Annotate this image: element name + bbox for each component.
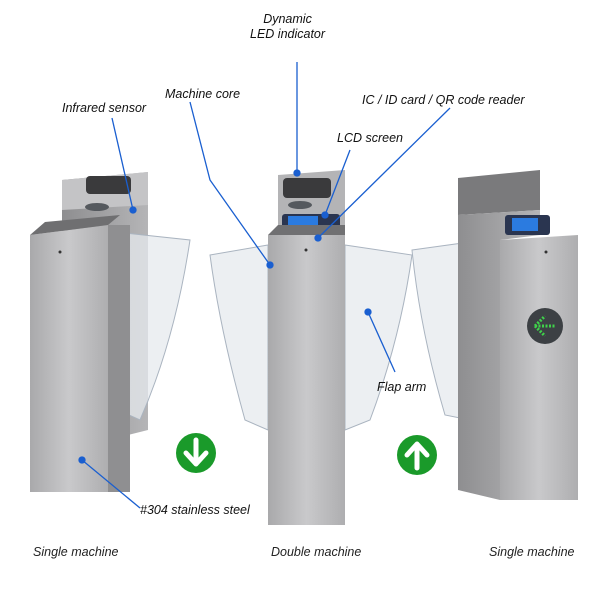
lcd-screen-label: LCD screen <box>337 131 403 145</box>
caption-left: Single machine <box>33 545 119 559</box>
left-single-machine <box>30 172 191 492</box>
arrow-up-icon <box>397 435 437 475</box>
leader-lines <box>78 62 451 509</box>
flap-arm <box>209 244 269 431</box>
flap-arm <box>114 231 191 421</box>
dynamic-led-label-line2: LED indicator <box>250 27 326 41</box>
caption-right: Single machine <box>489 545 575 559</box>
dynamic-led-label: Dynamic LED indicator <box>250 12 325 42</box>
middle-double-machine <box>209 170 413 525</box>
dynamic-led-label-line1: Dynamic <box>263 12 312 26</box>
reader-label: IC / ID card / QR code reader <box>362 93 525 107</box>
flap-arm <box>411 241 471 421</box>
steel-label: #304 stainless steel <box>140 503 250 517</box>
machine-core-label: Machine core <box>165 87 241 101</box>
right-single-machine <box>411 170 578 500</box>
flap-arm-label: Flap arm <box>377 380 427 394</box>
flap-arm <box>344 244 413 431</box>
infrared-sensor-label: Infrared sensor <box>62 101 147 115</box>
arrow-left-icon <box>527 308 563 344</box>
arrow-down-icon <box>176 433 216 473</box>
caption-middle: Double machine <box>271 545 362 559</box>
